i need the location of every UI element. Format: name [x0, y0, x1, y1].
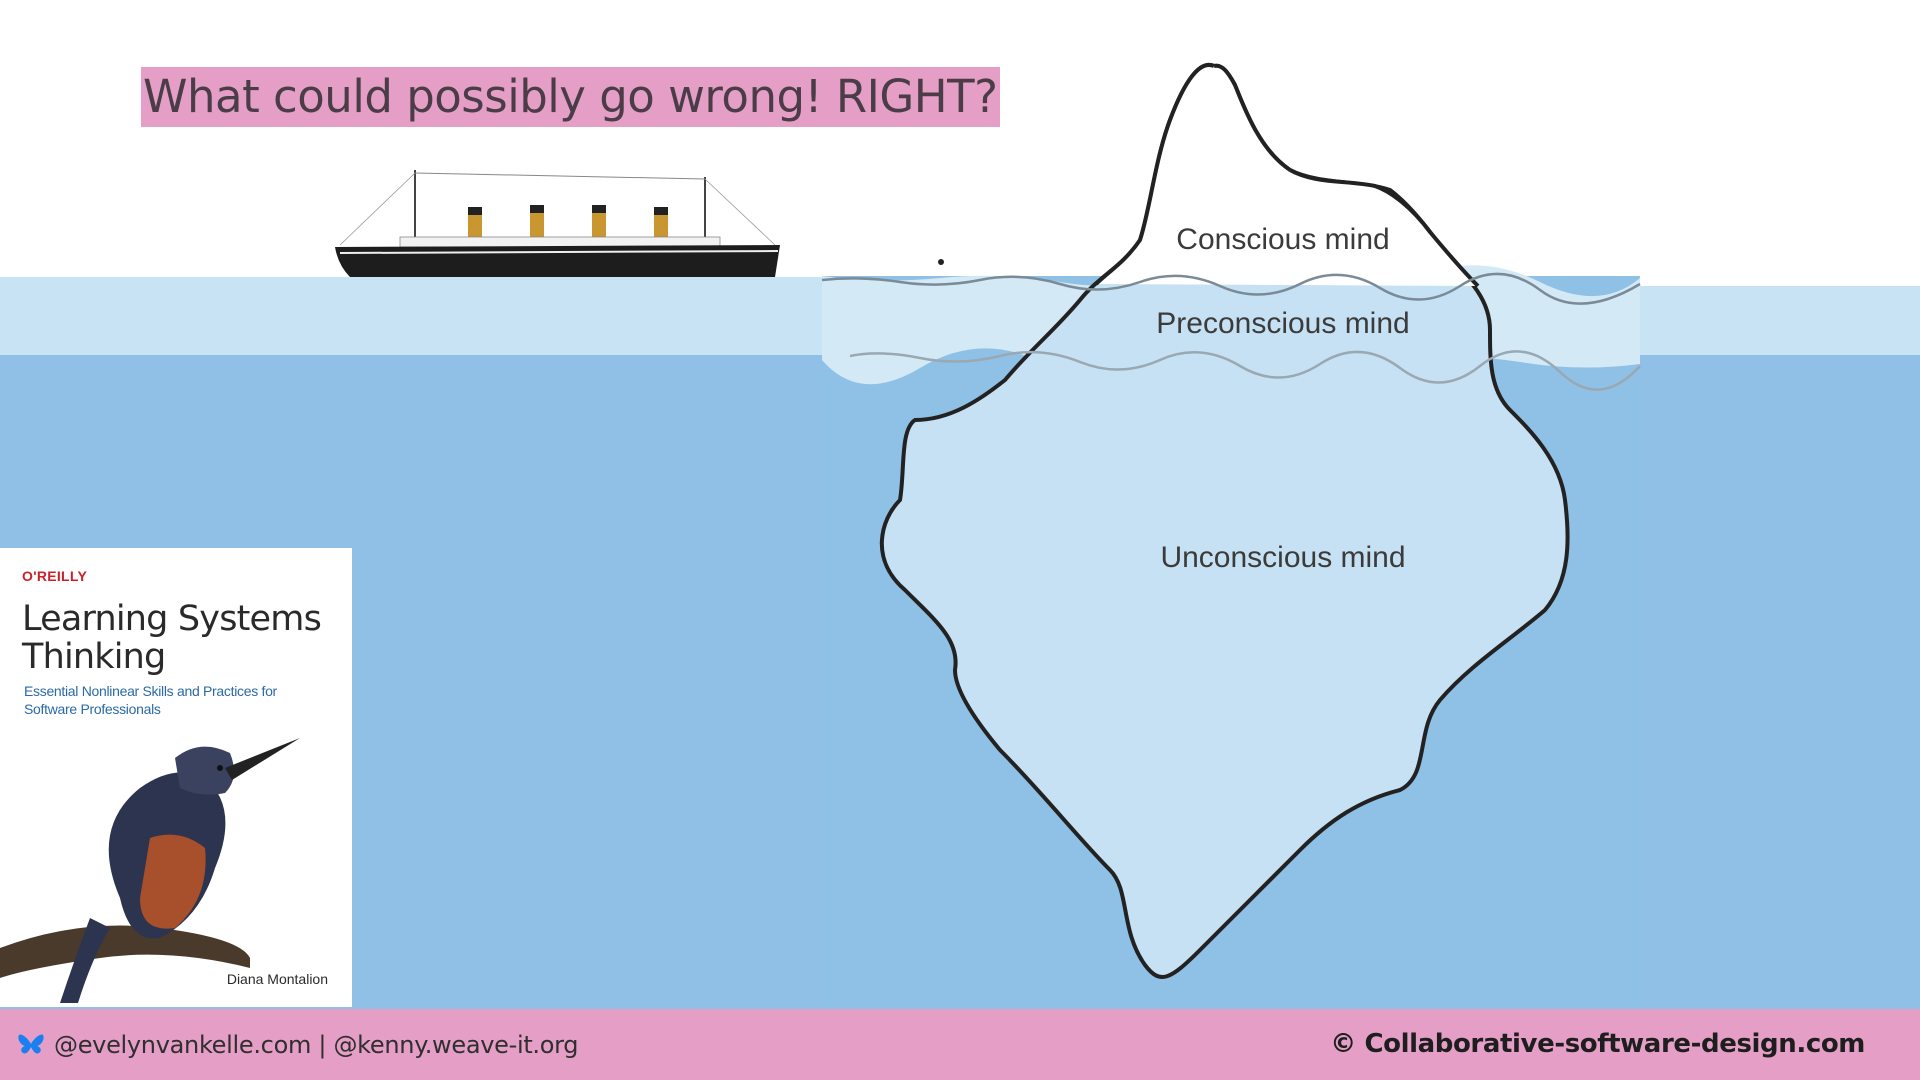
book-author: Diana Montalion [226, 971, 328, 987]
titanic-ship-illustration [335, 170, 780, 277]
bluesky-butterfly-icon [18, 1034, 44, 1054]
book-title: Learning Systems Thinking [22, 599, 322, 677]
conscious-mind-label: Conscious mind [1176, 223, 1390, 256]
footer-bar: @evelynvankelle.com | @kenny.weave-it.or… [0, 1009, 1920, 1080]
preconscious-mind-label: Preconscious mind [1156, 307, 1410, 340]
slide-title: What could possibly go wrong! RIGHT? [141, 67, 1000, 127]
water-surface-band [0, 277, 845, 355]
footer-social: @evelynvankelle.com | @kenny.weave-it.or… [18, 1009, 579, 1080]
book-publisher-logo: O'REILLY [22, 568, 88, 584]
footer-copyright[interactable]: © Collaborative-software-design.com [1330, 1029, 1865, 1059]
waterline-bottom [849, 350, 1641, 391]
footer-handles[interactable]: @evelynvankelle.com | @kenny.weave-it.or… [54, 1030, 579, 1059]
waterline-top [821, 272, 1641, 305]
unconscious-mind-label: Unconscious mind [1160, 541, 1406, 574]
deep-water-right [1640, 364, 1920, 1009]
book-subtitle: Essential Nonlinear Skills and Practices… [24, 683, 277, 717]
water-surface-band-right [1640, 286, 1920, 364]
book-cover: O'REILLY Learning Systems Thinking Essen… [0, 548, 352, 1007]
kingfisher-illustration [0, 738, 300, 1003]
